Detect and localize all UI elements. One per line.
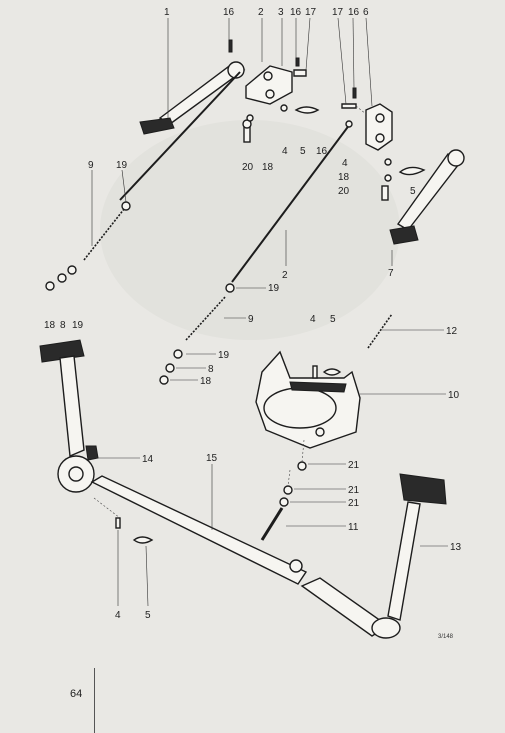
spring-12 (367, 313, 393, 349)
bolt-16-mid (295, 57, 300, 67)
washer-8-left (57, 273, 67, 283)
leader-lines (91, 17, 448, 607)
callout-4: 4 (115, 610, 121, 621)
callout-9: 9 (88, 160, 94, 171)
pedal-arm-14 (39, 339, 99, 493)
callout-19: 19 (268, 283, 280, 294)
figure-code: 3/148 (438, 634, 454, 640)
callout-14: 14 (142, 454, 154, 465)
binding-line (94, 668, 95, 733)
callout-5: 5 (145, 610, 151, 621)
nut-18-lower (159, 375, 169, 385)
callout-labels: 1 16 2 3 16 17 17 16 6 20 18 4 5 16 4 18… (44, 7, 462, 621)
callout-9: 9 (248, 314, 254, 325)
callout-21: 21 (348, 460, 360, 471)
bolt-17-top (293, 69, 307, 77)
background-shadow (100, 120, 400, 340)
callout-16: 16 (348, 7, 360, 18)
nut-18-left (45, 281, 55, 291)
bolt-16-top (228, 39, 233, 53)
washer-19-mid (225, 283, 235, 293)
spring-9-lower (185, 295, 227, 341)
bolt-11 (260, 507, 284, 541)
washer-19-left (67, 265, 77, 275)
callout-4: 4 (342, 158, 348, 169)
pedal-arm-right (389, 149, 465, 245)
callout-18: 18 (200, 376, 212, 387)
callout-17: 17 (332, 7, 344, 18)
callout-16: 16 (316, 146, 328, 157)
bracket-3 (245, 65, 293, 105)
bolt-20-left (242, 119, 252, 143)
bolt-20-right (381, 185, 389, 201)
cotter-5-right (398, 166, 426, 176)
callout-21: 21 (348, 498, 360, 509)
bolt-4-center (312, 365, 318, 379)
washer-19-upper (121, 201, 131, 211)
assembly-line-21 (287, 439, 305, 487)
callout-10: 10 (448, 390, 460, 401)
callout-19: 19 (218, 350, 230, 361)
page-number: 64 (70, 688, 83, 700)
callout-17: 17 (305, 7, 317, 18)
callout-8: 8 (208, 364, 214, 375)
callout-4: 4 (282, 146, 288, 157)
callout-5: 5 (410, 186, 416, 197)
cotter-5-left (294, 106, 320, 114)
callout-5: 5 (330, 314, 336, 325)
washer-18-left (246, 114, 254, 122)
bolt-17-right (341, 103, 357, 109)
callout-18: 18 (262, 162, 274, 173)
pedal-carrier-10 (255, 350, 361, 449)
callout-19: 19 (72, 320, 84, 331)
callout-18: 18 (44, 320, 56, 331)
callout-2: 2 (282, 270, 288, 281)
bracket-6 (365, 103, 393, 151)
callout-18: 18 (338, 172, 350, 183)
callout-20: 20 (338, 186, 350, 197)
spring-9-upper (83, 203, 129, 261)
pedal-arm-upper-left (139, 61, 246, 135)
cotter-5-lower (132, 536, 154, 544)
callout-8: 8 (60, 320, 66, 331)
bolt-4-lower (115, 517, 121, 529)
washer-21-bottom (279, 497, 289, 507)
washer-19-lower (173, 349, 183, 359)
nut-21-mid (283, 485, 293, 495)
callout-21: 21 (348, 485, 360, 496)
callout-19: 19 (116, 160, 128, 171)
washer-8-lower (165, 363, 175, 373)
callout-15: 15 (206, 453, 218, 464)
nut-4-right (384, 158, 392, 166)
callout-11: 11 (348, 522, 359, 533)
callout-6: 6 (363, 7, 369, 18)
callout-20: 20 (242, 162, 254, 173)
callout-16: 16 (290, 7, 302, 18)
callout-1: 1 (164, 7, 170, 18)
assembly-line-4 (93, 497, 121, 519)
callout-4: 4 (310, 314, 316, 325)
callout-3: 3 (278, 7, 284, 18)
rod-2-lower (231, 123, 351, 283)
callout-5: 5 (300, 146, 306, 157)
cotter-5-center (322, 368, 342, 376)
rod-2-end (345, 120, 353, 128)
washer-18-right (384, 174, 392, 182)
rod-2-upper (119, 71, 241, 201)
assembly-line-6 (355, 105, 367, 115)
bolt-16-right (352, 87, 357, 99)
pedal-arm-13 (300, 473, 447, 639)
callout-16: 16 (223, 7, 235, 18)
nut-21-top (297, 461, 307, 471)
callout-12: 12 (446, 326, 458, 337)
cross-shaft-15 (90, 475, 308, 585)
nut-4-left (280, 104, 288, 112)
callout-2: 2 (258, 7, 264, 18)
callout-13: 13 (450, 542, 462, 553)
callout-7: 7 (388, 268, 394, 279)
